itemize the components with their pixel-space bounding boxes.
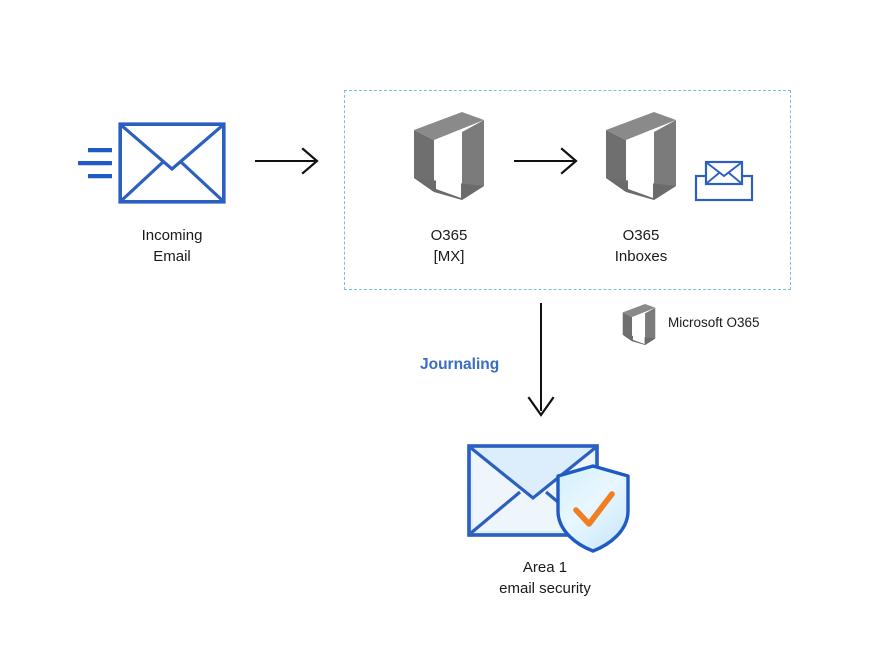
envelope-icon — [118, 122, 226, 204]
o365-mx-label: O365 [MX] — [430, 227, 468, 265]
arrow-incoming-to-mx — [255, 147, 319, 175]
speed-lines-icon — [78, 148, 112, 179]
o365-boundary-zone — [344, 90, 791, 290]
office-365-icon-inboxes — [606, 112, 676, 200]
legend-label-microsoft-o365: Microsoft O365 — [668, 315, 760, 330]
incoming-email-label: Incoming Email — [141, 227, 203, 265]
secure-email-shield-icon — [467, 444, 630, 553]
o365-inboxes-label: O365 Inboxes — [614, 227, 668, 265]
office-365-icon-mx — [414, 112, 484, 200]
legend-office-365-icon — [622, 304, 656, 345]
arrow-inboxes-to-area1 — [527, 303, 555, 417]
arrow-mx-to-inboxes — [514, 147, 578, 175]
inbox-tray-icon — [694, 160, 754, 202]
edge-label-journaling: Journaling — [420, 356, 500, 373]
area1-label: Area 1 email security — [499, 559, 591, 597]
